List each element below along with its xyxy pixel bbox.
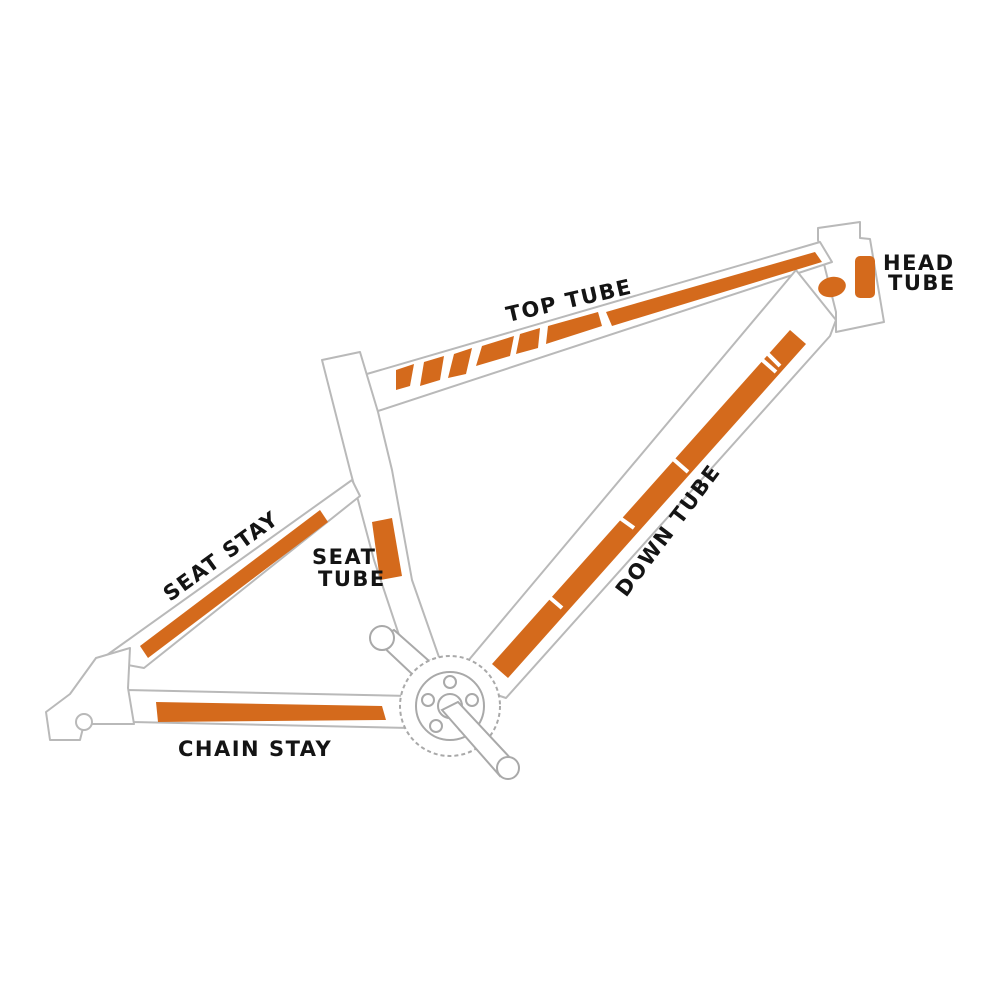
chain-stay-label: CHAIN STAY [178, 737, 332, 761]
pedal-axle-lower [496, 756, 520, 780]
chain-stay-decal [156, 702, 386, 722]
seat-tube-outline [321, 351, 441, 663]
seat-stay-decal [140, 510, 328, 658]
head-tube-decal-oval [818, 276, 846, 298]
crankset [369, 625, 520, 780]
dropout-slot [75, 713, 93, 731]
down-tube-outline [451, 269, 837, 699]
spider-hole-1 [443, 675, 457, 689]
seat-tube-label-line2: TUBE [318, 567, 386, 591]
seat-tube-label-line1: SEAT [312, 545, 376, 569]
head-tube-label-line1: HEAD [883, 251, 955, 275]
rear-dropout-outline [45, 647, 135, 741]
head-tube-label-line2: TUBE [888, 271, 956, 295]
head-tube-decal-badge [855, 256, 875, 298]
spider-hole-4 [429, 719, 443, 733]
top-tube-decal-chevron-2 [420, 356, 444, 386]
down-tube-decal [492, 330, 806, 678]
top-tube-decal-segment-1 [476, 336, 514, 366]
pedal-axle-upper [369, 625, 395, 651]
seat-tube-decal [372, 518, 402, 580]
top-tube-decal-segment-3 [546, 312, 602, 344]
top-tube-decal-main [606, 252, 822, 326]
decals [140, 252, 875, 722]
down-tube-decal-cuts [546, 350, 782, 610]
spider-hole-2 [465, 693, 479, 707]
top-tube-decal-segment-2 [516, 328, 540, 354]
top-tube-decal-chevron-3 [448, 348, 472, 378]
top-tube-decal-chevron-1 [396, 364, 414, 390]
spider-hole-5 [421, 693, 435, 707]
